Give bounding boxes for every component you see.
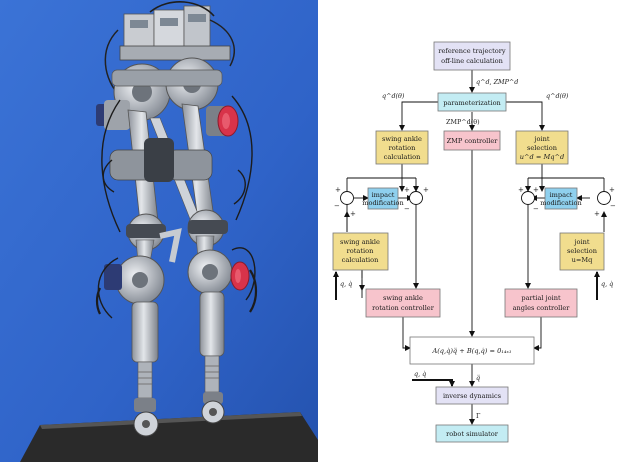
sign-left-outer-plus-bottom: +	[350, 210, 356, 218]
robot-torso	[104, 1, 235, 97]
floor-mat-edge	[40, 412, 302, 429]
label-qddot: q̈	[476, 374, 480, 382]
summation-junctions	[340, 191, 611, 205]
sign-right-outer-plus-bottom: +	[594, 210, 600, 218]
swing-ankle-calc-bottom-line-3: calculation	[342, 256, 379, 264]
biped-robot-photo	[0, 0, 318, 462]
reference-trajectory-line-1: reference trajectory	[438, 47, 506, 55]
label-zmpd-theta: ZMP^d(θ)	[446, 118, 480, 126]
joint-selection-bottom-line-1: joint	[573, 238, 589, 246]
sign-left-outer-plus: +	[335, 186, 341, 194]
swing-ankle-calc-top-line-1: swing ankle	[382, 135, 422, 143]
right-inner-summation	[521, 191, 535, 205]
inverse-dynamics-label: inverse dynamics	[443, 392, 502, 400]
diagram-connectors	[333, 70, 607, 425]
left-outer-summation	[340, 191, 354, 205]
label-qd-theta-right: q^d(θ)	[546, 92, 569, 100]
label-gamma: Γ	[476, 412, 481, 420]
robot-simulator-label: robot simulator	[446, 430, 499, 438]
signal-labels: q^d, ZMP^d q^d(θ) ZMP^d(θ) q^d(θ) q, q̇ …	[340, 78, 613, 420]
sign-right-inner-plus-left: +	[518, 186, 524, 194]
swing-ankle-calc-bottom-line-2: rotation	[347, 247, 374, 255]
block-reference-trajectory: reference trajectory off-line calculatio…	[433, 41, 511, 71]
joint-selection-top-line-2: selection	[527, 144, 558, 152]
block-impact-modification-right: impact modification	[540, 187, 583, 210]
partial-joint-controller-line-2: angles controller	[513, 304, 571, 312]
joint-selection-top-line-1: joint	[533, 135, 549, 143]
sign-left-inner-minus: −	[404, 205, 410, 213]
block-dynamics-equation: A(q,q̇)q̈ + B(q,q̇) = 0₁₄ₓ₁	[409, 336, 535, 365]
swing-ankle-calc-top-line-3: calculation	[384, 153, 421, 161]
robot-cables	[95, 95, 258, 319]
block-swing-ankle-calc-bottom: swing ankle rotation calculation	[332, 232, 389, 271]
block-impact-modification-left: impact modification	[362, 187, 405, 210]
joint-selection-top-line-3: u^d = Mq^d	[520, 153, 564, 161]
robot-feet	[133, 392, 225, 437]
swing-ankle-controller-line-1: swing ankle	[383, 294, 423, 302]
sign-right-outer-minus: −	[610, 202, 616, 210]
swing-ankle-controller-line-2: rotation controller	[372, 304, 435, 312]
joint-selection-bottom-line-3: u=Mq	[572, 256, 594, 264]
summation-signs: + − + + + − + + − + − +	[334, 186, 616, 218]
reference-trajectory-line-2: off-line calculation	[441, 57, 504, 65]
sign-left-inner-plus-right: +	[423, 186, 429, 194]
label-qd-zmpd: q^d, ZMP^d	[476, 78, 518, 86]
block-robot-simulator: robot simulator	[435, 424, 509, 443]
label-q-qdot-right: q, q̇	[601, 280, 613, 288]
ankle-joints	[104, 249, 250, 305]
block-joint-selection-bottom: joint selection u=Mq	[559, 232, 605, 271]
zmp-controller-label: ZMP controller	[447, 137, 499, 145]
sign-right-inner-plus: +	[533, 186, 539, 194]
impact-modification-right-line-1: impact	[550, 191, 573, 199]
block-swing-ankle-rotation-controller: swing ankle rotation controller	[365, 288, 441, 318]
thigh-links	[109, 103, 215, 225]
dynamics-equation-text: A(q,q̇)q̈ + B(q,q̇) = 0₁₄ₓ₁	[431, 347, 511, 355]
block-parameterization: parameterization	[437, 92, 507, 112]
block-inverse-dynamics: inverse dynamics	[435, 386, 509, 405]
block-joint-selection-top: joint selection u^d = Mq^d	[515, 130, 569, 165]
sign-right-outer-plus: +	[609, 186, 615, 194]
joint-selection-bottom-line-2: selection	[567, 247, 598, 255]
partial-joint-controller-line-1: partial joint	[521, 294, 561, 302]
sign-left-inner-plus: +	[404, 186, 410, 194]
shin-cylinders	[131, 291, 225, 399]
sign-left-outer-minus: −	[334, 202, 340, 210]
right-outer-summation	[597, 191, 611, 205]
control-block-diagram: reference trajectory off-line calculatio…	[332, 41, 616, 443]
impact-modification-left-line-1: impact	[372, 191, 395, 199]
hip-actuator-blue	[96, 100, 130, 130]
swing-ankle-calc-top-line-2: rotation	[389, 144, 416, 152]
block-swing-ankle-calc-top: swing ankle rotation calculation	[375, 130, 429, 165]
left-inner-summation	[409, 191, 423, 205]
label-q-qdot-left: q, q̇	[340, 280, 352, 288]
impact-modification-left-line-2: modification	[362, 199, 404, 207]
sign-right-inner-minus: −	[533, 205, 539, 213]
hip-motor	[206, 105, 239, 137]
block-partial-joint-angles-controller: partial joint angles controller	[504, 288, 578, 318]
impact-modification-right-line-2: modification	[540, 199, 582, 207]
parameterization-label: parameterization	[443, 99, 501, 107]
label-q-qdot-bottom: q, q̇	[414, 370, 426, 378]
label-qd-theta-left: q^d(θ)	[382, 92, 405, 100]
block-zmp-controller: ZMP controller	[443, 130, 501, 151]
swing-ankle-calc-bottom-line-1: swing ankle	[340, 238, 380, 246]
